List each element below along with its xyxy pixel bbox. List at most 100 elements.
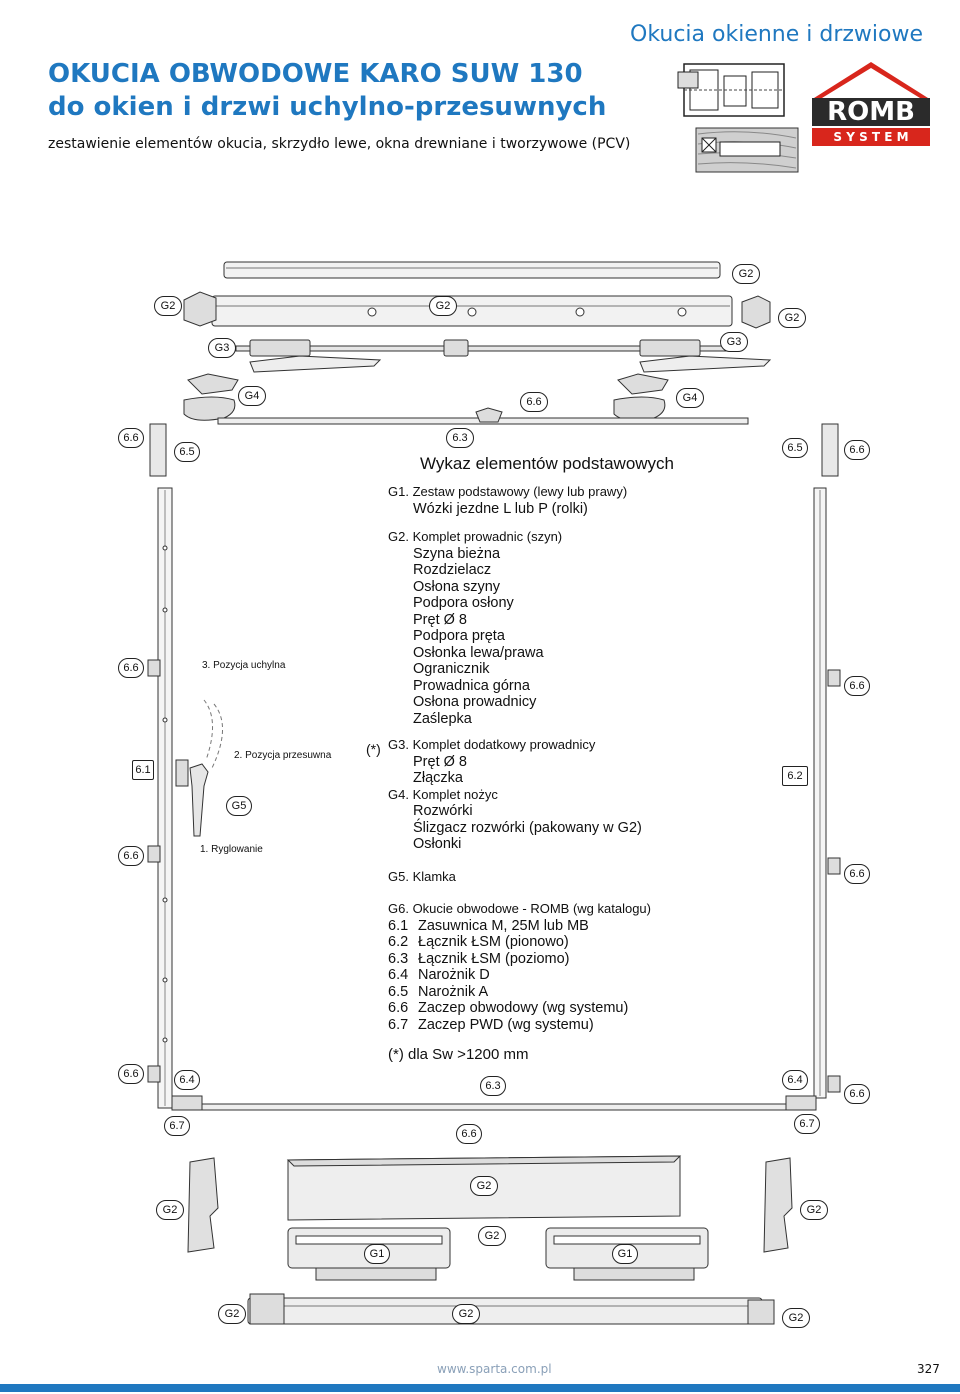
callout-6-6-right-low: 6.6 — [844, 864, 870, 884]
legend-g3-item: Złączka — [413, 770, 463, 786]
legend-g2-item: Pręt Ø 8 — [413, 611, 467, 628]
legend-g6-item: 6.6 Zaczep obwodowy (wg systemu) — [388, 1000, 718, 1017]
legend-g6-num: 6.5 — [388, 983, 409, 1000]
window-profile-section-icon — [677, 63, 799, 173]
callout-6-1: 6.1 — [132, 760, 154, 780]
legend-g6-text: Narożnik D — [418, 967, 490, 983]
corner-top-right — [821, 423, 839, 477]
legend-g1-title: G1. Zestaw podstawowy (lewy lub prawy) — [388, 484, 628, 499]
handle-base — [175, 759, 189, 787]
callout-6-6-left-low: 6.6 — [118, 846, 144, 866]
logo-subword: S Y S T E M — [833, 130, 909, 144]
legend-g2-title: G2. Komplet prowadnic (szyn) — [388, 529, 563, 544]
legend-g6-item: 6.3 Łącznik ŁSM (poziomo) — [388, 951, 718, 968]
legend-g6-text: Zaczep obwodowy (wg systemu) — [418, 1000, 629, 1016]
callout-6-6-top: 6.6 — [520, 392, 548, 412]
callout-6-6-left-mid: 6.6 — [118, 658, 144, 678]
callout-g4-right: G4 — [676, 388, 704, 408]
legend-g2-item: Szyna bieżna — [413, 545, 501, 562]
page-subtitle: zestawienie elementów okucia, skrzydło l… — [48, 136, 631, 152]
running-rail — [247, 1297, 763, 1325]
page-number: 327 — [917, 1362, 940, 1376]
handle — [189, 763, 209, 837]
callout-6-5-left: 6.5 — [174, 442, 200, 462]
callout-6-7-right: 6.7 — [794, 1114, 820, 1134]
end-cap-right — [741, 295, 771, 329]
scissor-arm-right — [617, 373, 669, 395]
legend-g6-item: 6.2 Łącznik ŁSM (pionowo) — [388, 934, 718, 951]
legend-g2-item: Ogranicznik — [413, 661, 490, 677]
legend-g3-title: G3. Komplet dodatkowy prowadnicy — [388, 737, 596, 752]
legend-g6-text: Zaczep PWD (wg systemu) — [418, 1016, 594, 1033]
callout-6-6-right-mid: 6.6 — [844, 676, 870, 696]
legend-g6-item: 6.1 Zasuwnica M, 25M lub MB — [388, 918, 718, 935]
category-title: Okucia okienne i drzwiowe — [630, 22, 924, 47]
legend-g2-item: Rozdzielacz — [413, 562, 492, 578]
legend-g6-text: Łącznik ŁSM (poziomo) — [418, 950, 570, 967]
position-2-label: 2. Pozycja przesuwna — [234, 750, 332, 761]
callout-g2-bottom-cover: G2 — [470, 1176, 498, 1196]
legend-g2-item: Podpora osłony — [413, 595, 514, 611]
position-1-label: 1. Ryglowanie — [200, 844, 263, 855]
legend-g2-item: Prowadnica górna — [413, 677, 530, 694]
legend-g6-num: 6.6 — [388, 1000, 409, 1016]
end-cover-left — [187, 1157, 219, 1253]
legend-g2-item: Zaślepka — [413, 710, 472, 727]
bottom-espagnolette — [173, 1103, 809, 1111]
legend-g6-text: Łącznik ŁSM (pionowo) — [418, 934, 569, 950]
callout-6-2: 6.2 — [782, 766, 808, 786]
legend-g6-num: 6.3 — [388, 950, 409, 967]
legend-note: (*) dla Sw >1200 mm — [388, 1046, 529, 1063]
callout-g2-guide-rail: G2 — [429, 296, 457, 316]
callout-6-6-bottom-center: 6.6 — [456, 1124, 482, 1144]
callout-g2-end-cap-right: G2 — [778, 308, 806, 328]
legend-g6-item: 6.4 Narożnik D — [388, 967, 718, 984]
callout-6-6-top-right: 6.6 — [844, 440, 870, 460]
corner-top-left — [149, 423, 167, 477]
legend-g4-item: Osłonki — [413, 836, 462, 852]
legend-heading: Wykaz elementów podstawowych — [420, 454, 675, 473]
legend-g6-num: 6.1 — [388, 917, 409, 934]
legend-g6-num: 6.7 — [388, 1016, 409, 1033]
callout-g3-left: G3 — [208, 338, 236, 358]
callout-6-6-top-left: 6.6 — [118, 428, 144, 448]
page-title-line1: OKUCIA OBWODOWE KARO SUW 130 — [48, 59, 583, 89]
legend-g4-item: Rozwórki — [413, 803, 473, 819]
legend-g5-title: G5. Klamka — [388, 868, 456, 884]
callout-g1-right: G1 — [612, 1244, 638, 1264]
callout-g2-rail-right: G2 — [782, 1308, 810, 1328]
callout-6-3-top: 6.3 — [446, 428, 474, 448]
callout-g3-right: G3 — [720, 332, 748, 352]
parts-legend: Wykaz elementów podstawowych G1. Zestaw … — [388, 454, 718, 1064]
legend-g2-item: Osłonka lewa/prawa — [413, 644, 544, 661]
legend-g6-title: G6. Okucie obwodowe - ROMB (wg katalogu) — [388, 901, 651, 916]
legend-g2-item: Osłona szyny — [413, 578, 501, 595]
legend-g4-item: Ślizgacz rozwórki (pakowany w G2) — [413, 819, 642, 836]
footer-url[interactable]: www.sparta.com.pl — [437, 1362, 552, 1376]
callout-g2-end-cover-right: G2 — [800, 1200, 828, 1220]
callout-6-4-left: 6.4 — [174, 1070, 200, 1090]
legend-g1-item: Wózki jezdne L lub P (rolki) — [413, 500, 588, 517]
callout-g1-left: G1 — [364, 1244, 390, 1264]
legend-g6-text: Narożnik A — [418, 983, 489, 1000]
callout-g4-left: G4 — [238, 386, 266, 406]
legend-g4-title: G4. Komplet nożyc — [388, 786, 498, 802]
top-rail — [223, 261, 721, 279]
legend-g6-num: 6.4 — [388, 967, 409, 983]
legend-g6-text: Zasuwnica M, 25M lub MB — [418, 917, 589, 934]
callout-6-5-right: 6.5 — [782, 438, 808, 458]
romb-system-logo: ROMB S Y S T E M — [808, 58, 934, 148]
position-3-label: 3. Pozycja uchylna — [202, 660, 286, 671]
callout-g2-carriage-middle: G2 — [478, 1226, 506, 1246]
callout-6-4-right: 6.4 — [782, 1070, 808, 1090]
legend-g2-item: Osłona prowadnicy — [413, 694, 537, 710]
logo-word: ROMB — [827, 97, 915, 127]
page-title-line2: do okien i drzwi uchylno-przesuwnych — [48, 92, 607, 122]
callout-g2-rail-middle: G2 — [452, 1304, 480, 1324]
legend-g6-num: 6.2 — [388, 934, 409, 950]
callout-g2-top-rail: G2 — [732, 264, 760, 284]
scissor-arm-left — [187, 373, 239, 395]
legend-g6-item: 6.5 Narożnik A — [388, 984, 718, 1001]
callout-6-6-bottom-right: 6.6 — [844, 1084, 870, 1104]
